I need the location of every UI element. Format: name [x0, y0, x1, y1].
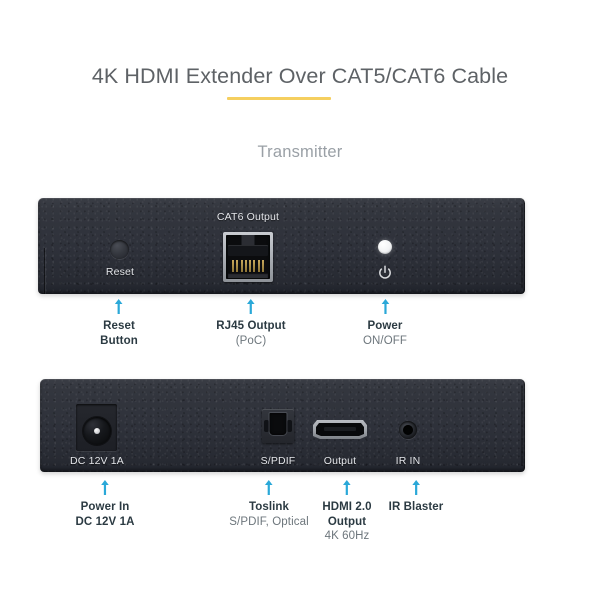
- toslink-wing-left: [264, 420, 269, 432]
- callout-power: Power ON/OFF: [363, 298, 407, 348]
- hdmi-port-icon[interactable]: [313, 420, 367, 439]
- hdmi-cavity: [316, 423, 364, 436]
- page-title: 4K HDMI Extender Over CAT5/CAT6 Cable: [91, 64, 509, 88]
- rj45-shoulders: [228, 245, 268, 256]
- ir-in-silk-label: IR IN: [395, 455, 421, 467]
- arrow-up-icon: [101, 480, 109, 495]
- callout-power-in: Power In DC 12V 1A: [75, 479, 134, 529]
- audio-jack-icon[interactable]: [399, 421, 417, 439]
- arrow-up-icon: [381, 299, 389, 314]
- rj45-floor: [228, 273, 268, 278]
- callout-line-2: DC 12V 1A: [75, 515, 135, 528]
- led-indicator-icon: [378, 240, 392, 254]
- callout-reset-button: Reset Button: [100, 298, 138, 348]
- rj45-jack-icon[interactable]: [223, 232, 273, 282]
- optical-toslink-icon[interactable]: [262, 409, 294, 443]
- rj45-latch-notch: [240, 235, 256, 246]
- power-symbol-icon: [379, 265, 391, 279]
- rj45-cavity: [226, 235, 270, 279]
- callout-hdmi-output: HDMI 2.0 Output 4K 60Hz: [322, 479, 372, 544]
- title-underline-accent: [227, 97, 331, 100]
- chassis-right-edge: [521, 384, 523, 467]
- reset-button[interactable]: [110, 240, 129, 259]
- callout-line-1: Power In: [80, 501, 130, 513]
- callout-line-2: (PoC): [235, 334, 267, 347]
- callout-line-3: 4K 60Hz: [324, 530, 370, 542]
- callout-line-1: HDMI 2.0: [322, 501, 372, 513]
- callout-line-2: Button: [100, 334, 138, 347]
- arrow-up-icon: [343, 480, 351, 495]
- reset-silk-label: Reset: [105, 266, 135, 278]
- toslink-wing-right: [287, 420, 292, 432]
- arrow-up-icon: [247, 299, 255, 314]
- dc-barrel-jack-icon[interactable]: [76, 404, 117, 451]
- callout-line-1: IR Blaster: [388, 501, 444, 513]
- callout-line-2: ON/OFF: [362, 334, 408, 347]
- dc-jack-center-pin: [93, 428, 100, 434]
- arrow-up-icon: [265, 480, 273, 495]
- callout-ir-blaster: IR Blaster: [389, 479, 444, 515]
- hdmi-tongue: [324, 427, 356, 431]
- arrow-up-icon: [115, 299, 123, 314]
- ir-in-hole: [403, 425, 413, 435]
- callout-line-2: S/PDIF, Optical: [229, 515, 309, 528]
- callout-line-1: Toslink: [248, 501, 290, 513]
- callout-line-1: RJ45 Output: [216, 320, 286, 332]
- chassis-seam: [44, 247, 45, 294]
- callout-toslink: Toslink S/PDIF, Optical: [229, 479, 309, 529]
- toslink-shutter: [269, 413, 287, 435]
- rj45-contact-pins: [232, 260, 264, 272]
- spdif-silk-label: S/PDIF: [260, 455, 296, 467]
- callout-line-1: Power: [367, 320, 403, 332]
- dc-jack-barrel: [82, 417, 111, 445]
- callout-rj45-output: RJ45 Output (PoC): [216, 298, 286, 348]
- callout-line-1: Reset: [103, 320, 135, 332]
- arrow-up-icon: [412, 480, 420, 495]
- chassis-right-edge: [521, 203, 523, 289]
- callout-line-2: Output: [327, 515, 367, 528]
- dc-silk-label: DC 12V 1A: [70, 455, 124, 467]
- cat6-output-silk-label: CAT6 Output: [216, 211, 280, 223]
- page-subtitle: Transmitter: [257, 143, 343, 161]
- output-silk-label: Output: [323, 455, 357, 467]
